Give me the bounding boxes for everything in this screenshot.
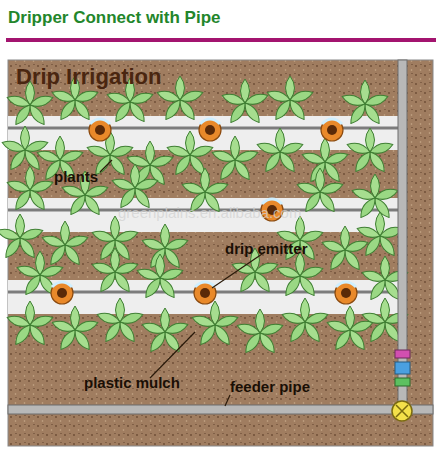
part-label: plants (54, 168, 98, 185)
heading-label: Drip Irrigation (16, 64, 161, 90)
drip-emitters (51, 119, 357, 304)
part-label: plastic mulch (84, 374, 180, 391)
plastic-mulch-bands (8, 116, 400, 314)
soil (8, 60, 433, 446)
part-label: feeder pipe (230, 378, 310, 395)
part-label: drip emitter (225, 240, 308, 257)
watermark: greenplains.en.alibaba.com (118, 204, 301, 221)
title: Dripper Connect with Pipe (8, 8, 221, 28)
plants (0, 76, 409, 355)
leader-lines (100, 160, 265, 406)
feeder-pipe (8, 60, 433, 421)
title-rule (6, 38, 436, 42)
drip-tubes (8, 128, 402, 292)
